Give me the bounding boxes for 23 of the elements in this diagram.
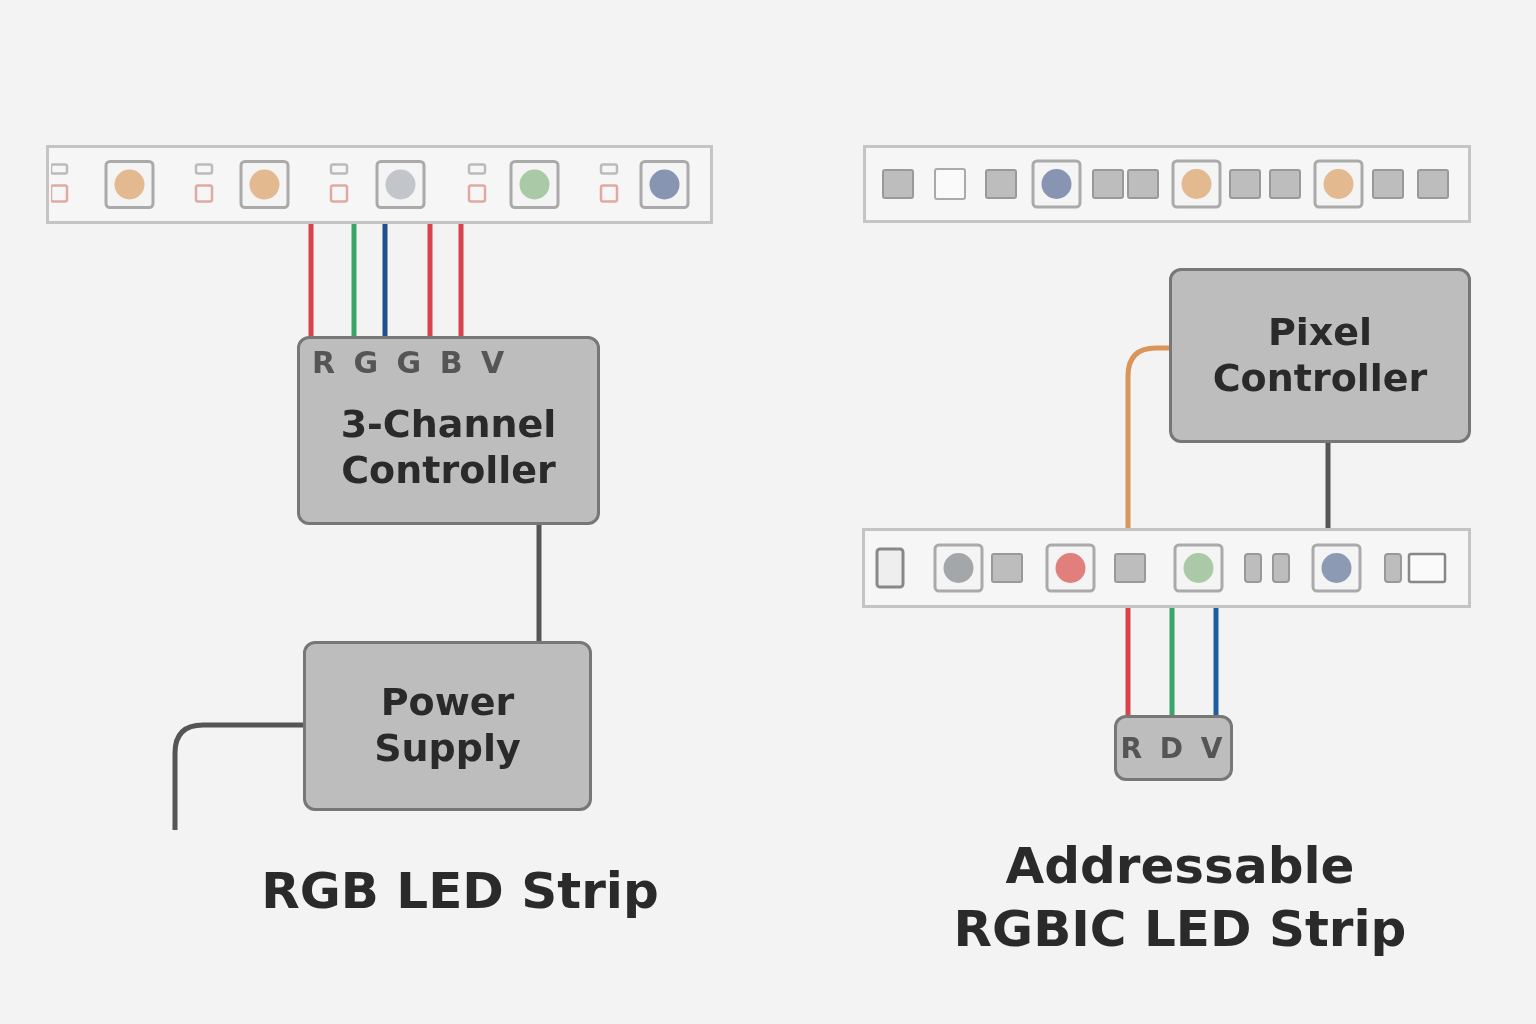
pin-labels: R G G B V (312, 345, 509, 380)
pin-labels: R D V (1120, 731, 1227, 765)
wire (351, 224, 357, 336)
wire (458, 224, 464, 336)
wire (308, 224, 314, 336)
wire (1125, 608, 1131, 715)
wire (1169, 608, 1175, 715)
wire (172, 722, 303, 830)
wire (1325, 443, 1331, 528)
wire (1125, 345, 1169, 528)
wire (1213, 608, 1219, 715)
node-label: Power Supply (373, 680, 522, 772)
node-label: 3-Channel Controller (339, 401, 558, 494)
wire (427, 224, 433, 336)
connector-box (1114, 715, 1233, 781)
wire (536, 525, 542, 641)
panel-caption: Addressable RGBIC LED Strip (952, 836, 1408, 960)
power-supply-box (303, 641, 592, 811)
controller-box (1169, 268, 1471, 443)
wire (382, 224, 388, 336)
node-label: Pixel Controller (1211, 309, 1429, 402)
panel-caption: RGB LED Strip (260, 861, 660, 922)
controller-box (297, 336, 600, 525)
